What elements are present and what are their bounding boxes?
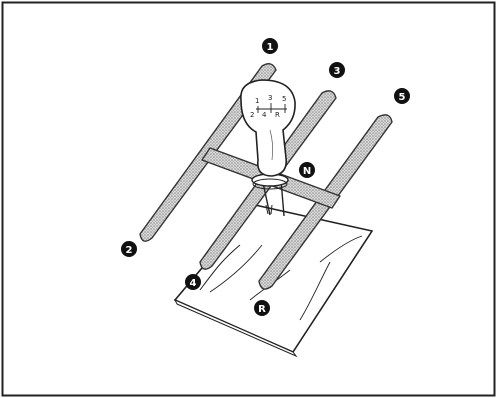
shift-lever: 1 3 5 2 4 R [240, 79, 296, 217]
svg-text:4: 4 [190, 278, 197, 289]
svg-text:N: N [303, 166, 311, 177]
knob-label-3: 3 [268, 94, 272, 102]
gear-label-2: 2 [121, 241, 137, 257]
gear-label-n: N [299, 162, 315, 178]
gear-label-1: 1 [262, 38, 278, 54]
gear-label-5: 5 [394, 88, 410, 104]
knob-label-5: 5 [282, 95, 286, 103]
gear-labels: 1 3 5 2 4 N R [121, 38, 410, 316]
knob-label-4: 4 [262, 111, 267, 119]
knob-label-2: 2 [250, 111, 254, 119]
svg-text:R: R [258, 304, 266, 315]
svg-text:2: 2 [126, 245, 133, 256]
knob-shift-pattern: 1 3 5 2 4 R [250, 94, 287, 119]
gear-label-3: 3 [329, 62, 345, 78]
gear-label-r: R [254, 300, 270, 316]
knob-label-r: R [275, 111, 280, 119]
gear-label-4: 4 [185, 274, 201, 290]
svg-text:3: 3 [334, 66, 341, 77]
svg-text:5: 5 [399, 92, 406, 103]
svg-text:1: 1 [267, 42, 274, 53]
knob-label-1: 1 [255, 97, 259, 105]
